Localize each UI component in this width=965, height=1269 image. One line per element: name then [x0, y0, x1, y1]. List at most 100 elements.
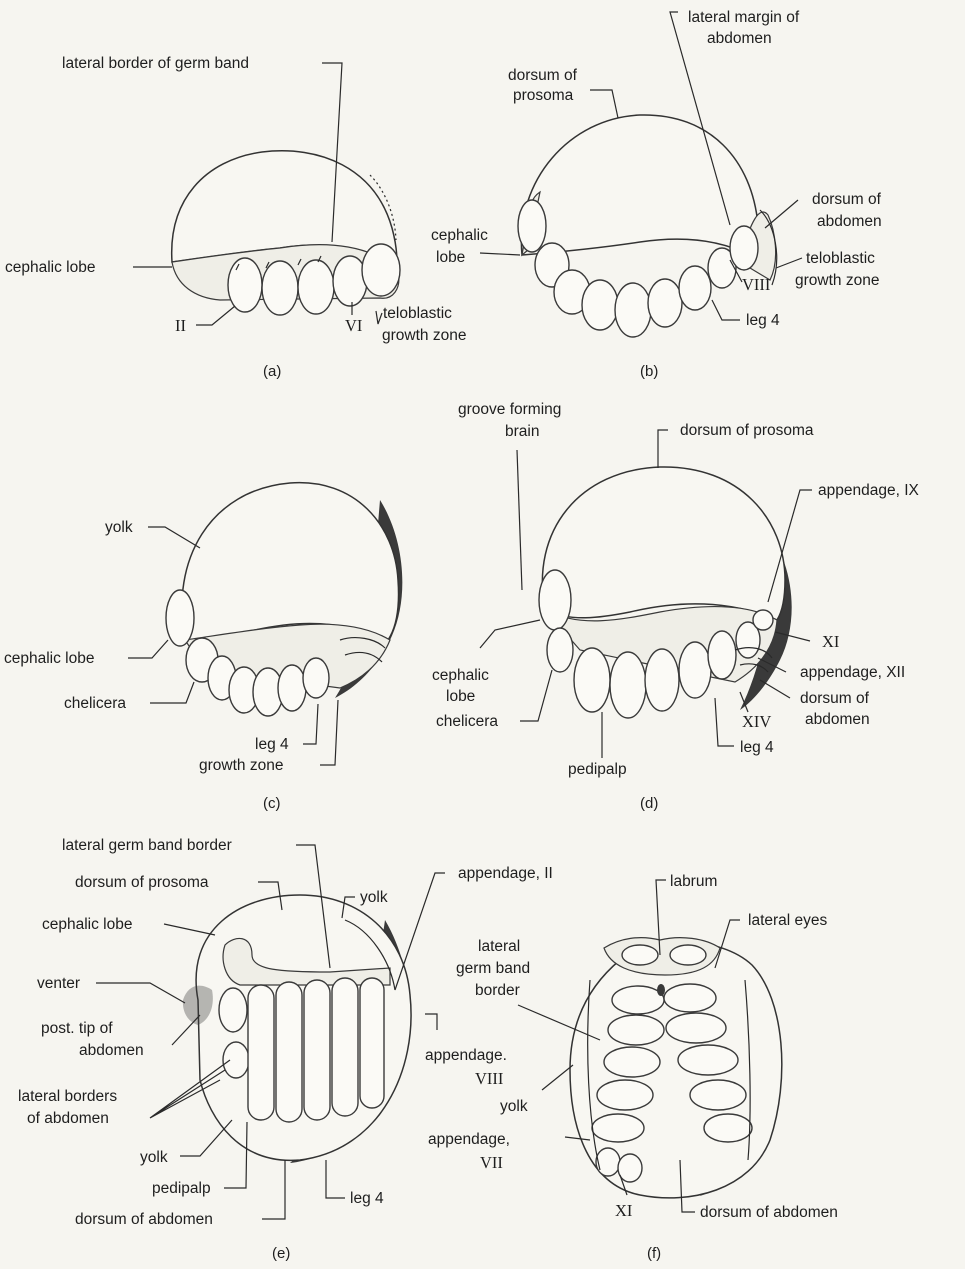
label-cephalic-lobe-e: cephalic lobe	[42, 916, 132, 933]
label-lateral-gbb-f-2: germ band	[456, 960, 530, 977]
label-xi-f: XI	[615, 1201, 632, 1220]
leader-dorsum-prosoma-d	[658, 430, 668, 468]
label-dorsum-abdomen-f: dorsum of abdomen	[700, 1204, 838, 1221]
panel-c: yolk cephalic lobe chelicera leg 4 growt…	[4, 483, 402, 812]
caption-f: (f)	[647, 1245, 661, 1262]
label-cephalic-d-2: lobe	[446, 688, 475, 705]
label-teloblastic-a-2: growth zone	[382, 327, 466, 344]
label-lateral-eyes-f: lateral eyes	[748, 912, 828, 929]
leader-chelicera-d	[520, 670, 552, 721]
label-dorsum-prosoma-b-2: prosoma	[513, 87, 574, 104]
label-appendage-xii: appendage, XII	[800, 664, 905, 681]
label-lateral-gbb-f-3: border	[475, 982, 520, 999]
label-leg4-d: leg 4	[740, 739, 774, 756]
leader-dorsum-prosoma-b	[590, 90, 618, 118]
label-chelicera-d: chelicera	[436, 713, 498, 730]
label-appendage-viii-e-1: appendage.	[425, 1047, 507, 1064]
label-dorsum-prosoma-e: dorsum of prosoma	[75, 874, 209, 891]
label-post-tip-e-2: abdomen	[79, 1042, 144, 1059]
label-appendage-viii-e-2: VIII	[475, 1069, 503, 1088]
leader-dorsum-abdomen-e	[262, 1160, 285, 1219]
leader-appendage-viii-e	[425, 1014, 437, 1030]
label-vi-a: VI	[345, 316, 362, 335]
leader-leg4-c	[303, 704, 318, 744]
leader-growth-zone-c	[320, 700, 338, 765]
panel-d-embryo-drawing	[539, 467, 792, 718]
leader-dorsum-abdomen-d	[760, 680, 790, 698]
leader-post-tip-e	[172, 1015, 200, 1045]
label-yolk-bottom-e: yolk	[140, 1149, 168, 1166]
label-appendage-vii-f-1: appendage,	[428, 1131, 510, 1148]
label-lateral-margin-abdomen-1: lateral margin of	[688, 9, 800, 26]
caption-a: (a)	[263, 363, 281, 380]
leader-ii-a	[196, 306, 235, 325]
label-chelicera-c: chelicera	[64, 695, 126, 712]
panel-f-embryo-drawing	[570, 938, 782, 1198]
panel-d: groove forming brain dorsum of prosoma a…	[432, 401, 920, 812]
label-leg4-c: leg 4	[255, 736, 289, 753]
caption-c: (c)	[263, 795, 281, 812]
label-xiv-d: XIV	[742, 712, 771, 731]
label-cephalic-lobe-a: cephalic lobe	[5, 259, 95, 276]
caption-b: (b)	[640, 363, 658, 380]
leader-chelicera-c	[150, 682, 194, 703]
panel-b: lateral margin of abdomen dorsum of pros…	[431, 9, 882, 380]
label-cephalic-lobe-c: cephalic lobe	[4, 650, 94, 667]
label-teloblastic-a-1: teloblastic	[383, 305, 452, 322]
label-labrum-f: labrum	[670, 873, 717, 890]
leader-teloblastic-a	[376, 311, 382, 324]
label-lateral-margin-abdomen-2: abdomen	[707, 30, 772, 47]
label-yolk-top-e: yolk	[360, 889, 388, 906]
label-dorsum-abdomen-e: dorsum of abdomen	[75, 1211, 213, 1228]
label-lateral-borders-e-2: of abdomen	[27, 1110, 109, 1127]
label-dorsum-prosoma-b-1: dorsum of	[508, 67, 578, 84]
label-leg4-b: leg 4	[746, 312, 780, 329]
label-dorsum-abdomen-d-2: abdomen	[805, 711, 870, 728]
label-ii-a: II	[175, 316, 186, 335]
leader-yolk-f	[542, 1065, 573, 1090]
panel-a: lateral border of germ band cephalic lob…	[5, 55, 466, 380]
leader-leg4-d	[715, 698, 734, 746]
label-yolk-f: yolk	[500, 1098, 528, 1115]
label-dorsum-abdomen-d-1: dorsum of	[800, 690, 870, 707]
leader-leg4-e	[326, 1160, 345, 1198]
label-venter-e: venter	[37, 975, 80, 992]
label-viii-b: VIII	[742, 275, 770, 294]
caption-e: (e)	[272, 1245, 290, 1262]
label-pedipalp-d: pedipalp	[568, 761, 627, 778]
panel-c-embryo-drawing	[166, 483, 402, 716]
label-groove-brain-2: brain	[505, 423, 539, 440]
panel-b-embryo-drawing	[518, 115, 777, 337]
label-lateral-gbb-f-1: lateral	[478, 938, 520, 955]
panel-f: labrum lateral eyes lateral germ band bo…	[428, 873, 838, 1262]
label-leg4-e: leg 4	[350, 1190, 384, 1207]
label-post-tip-e-1: post. tip of	[41, 1020, 113, 1037]
label-appendage-vii-f-2: VII	[480, 1153, 503, 1172]
leader-cephalic-e	[164, 924, 215, 935]
leader-teloblastic-b	[776, 258, 802, 268]
label-appendage-ii-e: appendage, II	[458, 865, 553, 882]
leader-cephalic-d	[480, 620, 540, 648]
leader-cephalic-c	[128, 640, 168, 658]
label-cephalic-d-1: cephalic	[432, 667, 489, 684]
panel-e-embryo-drawing	[183, 895, 411, 1163]
label-lateral-border-germ-band: lateral border of germ band	[62, 55, 249, 72]
leader-cephalic-b	[480, 253, 520, 255]
leader-yolk-c	[148, 527, 200, 548]
label-lateral-borders-e-1: lateral borders	[18, 1088, 117, 1105]
label-yolk-c: yolk	[105, 519, 133, 536]
label-pedipalp-e: pedipalp	[152, 1180, 211, 1197]
leader-groove-brain	[517, 450, 522, 590]
label-growth-zone-c: growth zone	[199, 757, 283, 774]
label-groove-brain-1: groove forming	[458, 401, 561, 418]
panel-a-embryo-drawing	[172, 151, 400, 315]
label-cephalic-b-2: lobe	[436, 249, 465, 266]
label-lateral-germ-band-e: lateral germ band border	[62, 837, 232, 854]
label-dorsum-abdomen-b-1: dorsum of	[812, 191, 882, 208]
label-dorsum-abdomen-b-2: abdomen	[817, 213, 882, 230]
leader-venter-e	[96, 983, 185, 1003]
leader-leg4-b	[712, 300, 740, 320]
label-dorsum-prosoma-d: dorsum of prosoma	[680, 422, 814, 439]
caption-d: (d)	[640, 795, 658, 812]
